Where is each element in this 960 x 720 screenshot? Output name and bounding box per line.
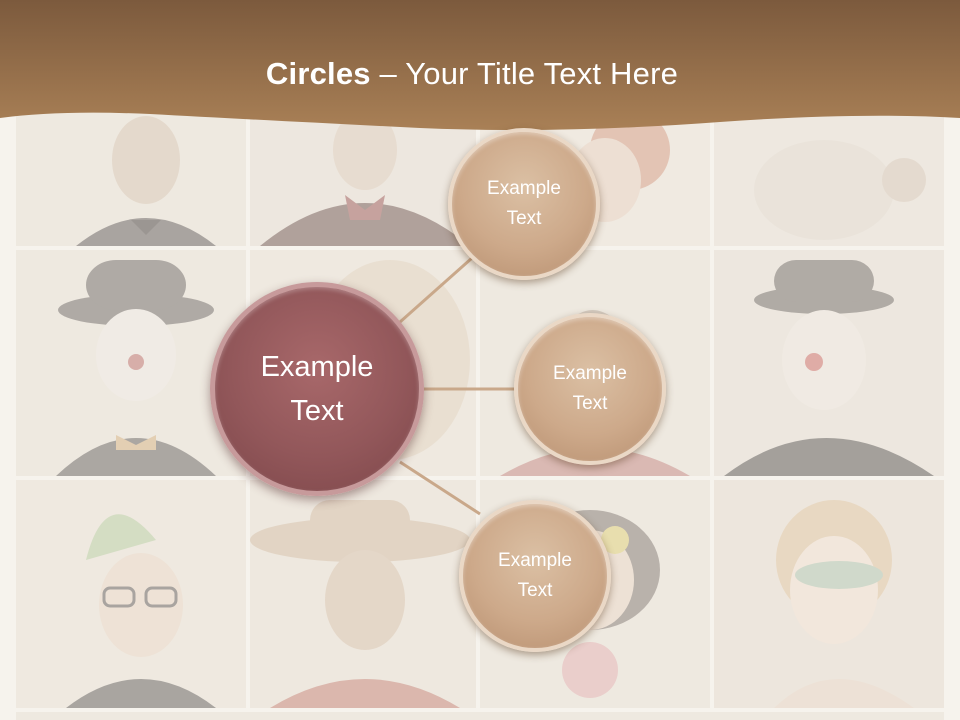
header-band <box>0 0 960 130</box>
node-circle-label: Example Text <box>498 550 572 601</box>
center-circle-label: Example Text <box>260 351 374 427</box>
center-circle[interactable]: Example Text <box>210 282 424 496</box>
node-circle-label: Example Text <box>487 178 561 229</box>
node-circle-3[interactable]: Example Text <box>459 500 611 652</box>
node-circle-label: Example Text <box>553 363 627 414</box>
slide-title[interactable]: Circles – Your Title Text Here <box>0 56 944 92</box>
title-bold: Circles <box>265 56 371 91</box>
title-rest: – Your Title Text Here <box>370 56 679 91</box>
node-circle-1[interactable]: Example Text <box>448 128 600 280</box>
connector-line <box>399 256 473 324</box>
connector-line <box>399 460 481 516</box>
node-circle-2[interactable]: Example Text <box>514 313 666 465</box>
